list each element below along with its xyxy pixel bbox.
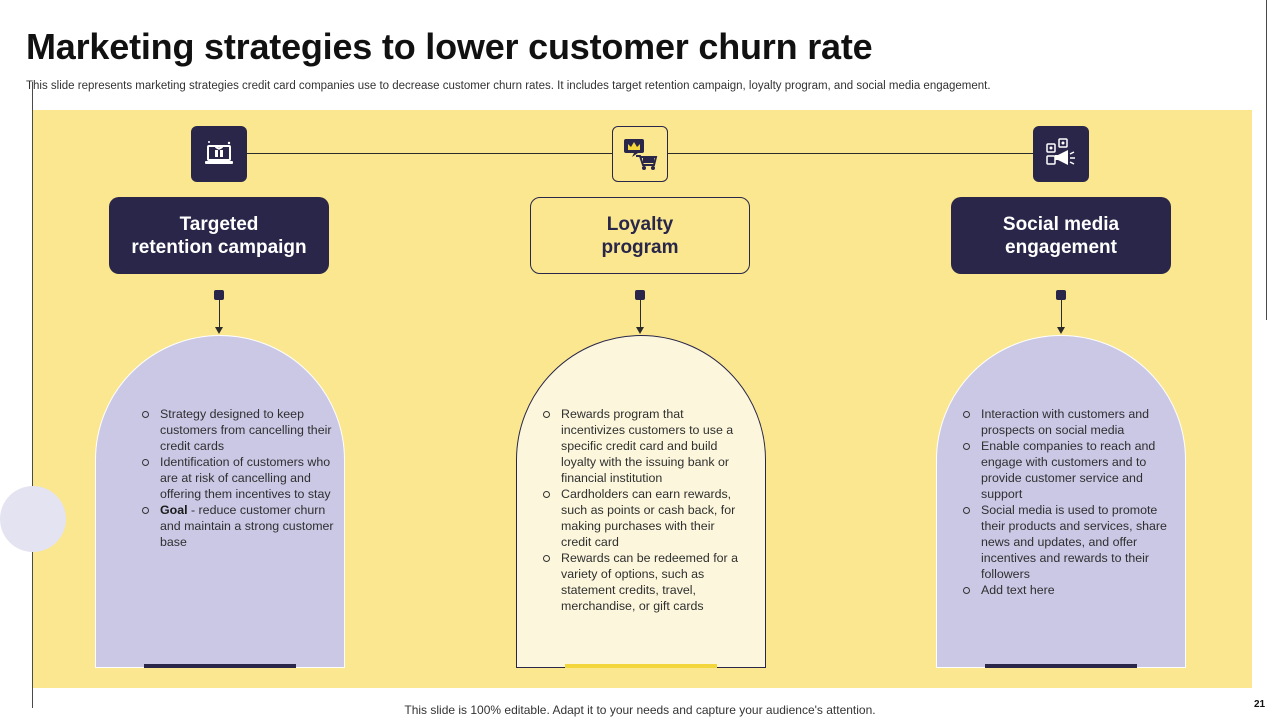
list-item: Rewards program that incentivizes custom… [542, 406, 747, 486]
heading-line-2: program [601, 236, 679, 258]
slide-title: Marketing strategies to lower customer c… [26, 26, 873, 67]
list-item: Add text here [962, 582, 1167, 598]
heading-line-1: Loyalty [606, 213, 674, 235]
right-edge-rule [1266, 0, 1267, 320]
connector-stem [640, 300, 641, 328]
list-item: Cardholders can earn rewards, such as po… [542, 486, 747, 550]
heading-line-2: retention campaign [131, 236, 307, 258]
heading-line-1: Targeted [179, 213, 259, 235]
connector-stem [219, 300, 220, 328]
arch-base-bar [144, 664, 296, 668]
heading-line-1: Social media [1002, 213, 1120, 235]
decorative-circle [0, 486, 66, 552]
slide-subtitle: This slide represents marketing strategi… [26, 80, 991, 92]
arrow-down-icon [215, 327, 223, 334]
list-item: Enable companies to reach and engage wit… [962, 438, 1167, 502]
left-vertical-rule [32, 82, 33, 708]
crown-cart-icon [612, 126, 668, 182]
arch-base-bar [565, 664, 717, 668]
page-number: 21 [1254, 699, 1266, 710]
goal-label: Goal [160, 503, 188, 517]
list-item: Interaction with customers and prospects… [962, 406, 1167, 438]
arch-card-social [936, 335, 1186, 668]
connector-node [214, 290, 224, 300]
heading-line-2: engagement [1005, 236, 1117, 258]
connector-stem [1061, 300, 1062, 328]
arrow-down-icon [636, 327, 644, 334]
social-megaphone-icon [1033, 126, 1089, 182]
list-item: Rewards can be redeemed for a variety of… [542, 550, 747, 614]
arrow-down-icon [1057, 327, 1065, 334]
arch-card-loyalty [516, 335, 766, 668]
social-bullet-list: Interaction with customers and prospects… [962, 406, 1167, 598]
footer-note: This slide is 100% editable. Adapt it to… [404, 703, 876, 717]
list-item: Goal - reduce customer churn and maintai… [141, 502, 341, 550]
goal-text: - reduce customer churn and maintain a s… [160, 503, 334, 549]
arch-base-bar [985, 664, 1137, 668]
list-item: Social media is used to promote their pr… [962, 502, 1167, 582]
list-item: Identification of customers who are at r… [141, 454, 341, 502]
laptop-gift-icon [191, 126, 247, 182]
retention-bullet-list: Strategy designed to keep customers from… [141, 406, 341, 550]
loyalty-bullet-list: Rewards program that incentivizes custom… [542, 406, 747, 614]
connector-node [1056, 290, 1066, 300]
list-item: Strategy designed to keep customers from… [141, 406, 341, 454]
arch-card-retention [95, 335, 345, 668]
connector-node [635, 290, 645, 300]
